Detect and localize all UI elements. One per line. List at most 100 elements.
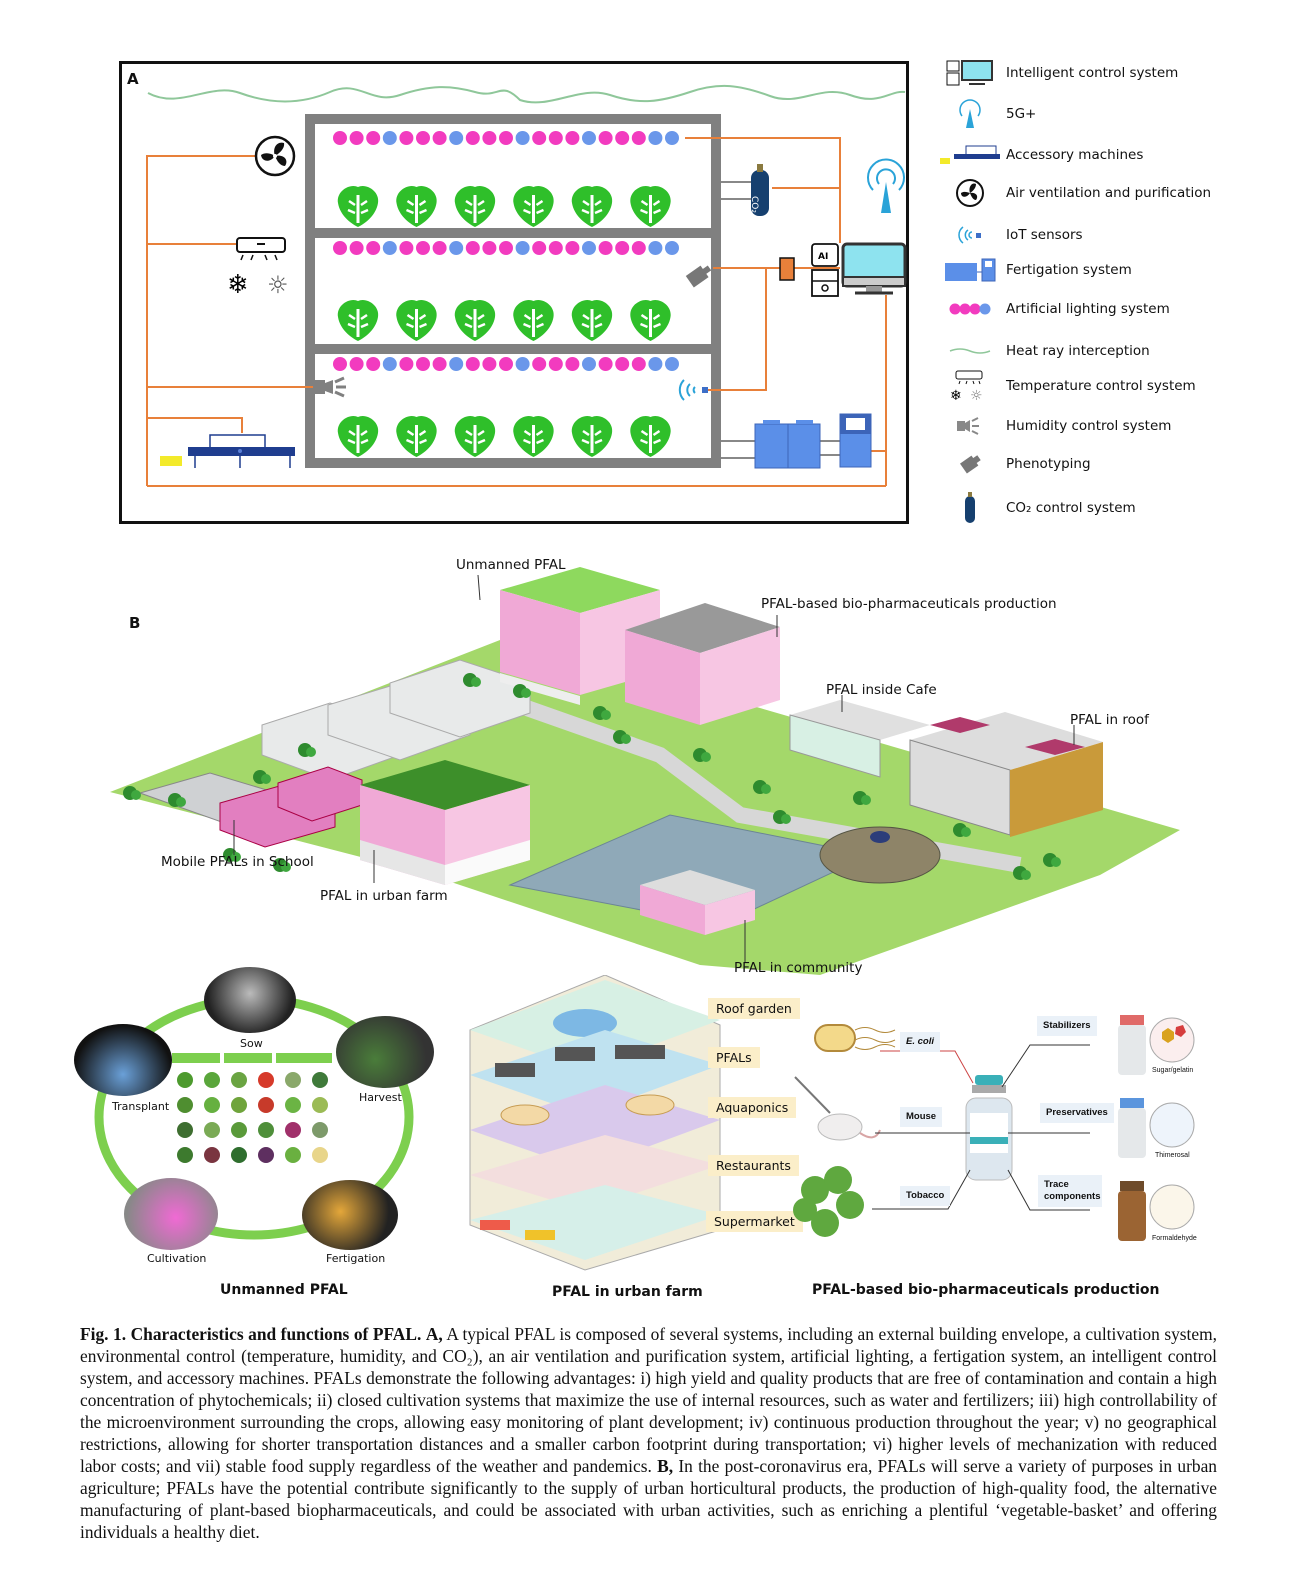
urban-farm-title: PFAL in urban farm — [552, 1284, 703, 1300]
led-bulb — [349, 131, 364, 145]
lettuce-rows — [337, 185, 671, 457]
substance-thimerosal: Thimerosal — [1155, 1152, 1190, 1159]
led-bulb — [382, 357, 397, 371]
led-bulb — [565, 357, 580, 371]
led-bulb — [548, 357, 563, 371]
school-buildings — [261, 659, 531, 781]
crop-thumbnail — [285, 1072, 301, 1088]
led-bulb — [548, 241, 563, 255]
co2-cylinder-icon: CO₂ — [749, 164, 769, 216]
led-bulb — [665, 131, 679, 145]
intelligent-control-icon: AI — [811, 242, 907, 297]
panel-b-letter: B — [129, 614, 141, 632]
lettuce-icon — [337, 299, 379, 341]
caption-b-marker: B, — [657, 1456, 674, 1476]
fertigation-icon — [940, 255, 1000, 285]
crop-thumbnail — [285, 1097, 301, 1113]
step-transplant: Transplant — [112, 1100, 170, 1113]
label-urban-farm: PFAL in urban farm — [320, 888, 448, 904]
host-ecoli: E. coli — [900, 1032, 940, 1052]
roof-pfal-building — [909, 712, 1103, 837]
tree-icon — [1043, 853, 1061, 867]
tree-icon — [168, 793, 186, 807]
led-bulb — [333, 357, 347, 371]
tree-icon — [593, 706, 611, 720]
floor-restaurants — [470, 1135, 720, 1210]
led-bulb — [416, 241, 430, 255]
air-conditioner-icon: ❄☼ — [940, 370, 1000, 403]
crop-thumbnail — [258, 1072, 274, 1088]
crop-thumbnail — [177, 1147, 193, 1163]
urban-pfal-scene — [110, 567, 1180, 975]
tree-icon — [773, 810, 791, 824]
tobacco-plant-icon — [793, 1166, 864, 1237]
lettuce-icon — [454, 185, 496, 227]
led-bulb — [615, 131, 630, 145]
legend-label: 5G+ — [1006, 106, 1037, 122]
crop-thumbnail — [204, 1147, 220, 1163]
legend-item: Accessory machines — [940, 138, 1260, 172]
vertical-farm-dome — [819, 826, 941, 884]
legend-item: CO₂ control system — [940, 491, 1260, 525]
iot-sensor-icon — [678, 379, 708, 401]
legend-label: Accessory machines — [1006, 147, 1144, 163]
led-bulb — [366, 241, 381, 255]
tree-icon — [1013, 866, 1031, 880]
led-bulb — [416, 131, 430, 145]
lettuce-icon — [630, 299, 671, 341]
led-bulb — [416, 357, 430, 371]
fertigation-icon — [754, 413, 872, 469]
legend-label: Air ventilation and purification — [1006, 185, 1212, 201]
led-bulb — [366, 131, 381, 145]
legend-label: IoT sensors — [1006, 227, 1083, 243]
led-bulb — [598, 357, 613, 371]
led-bulb — [499, 357, 513, 371]
led-bulb — [482, 241, 497, 255]
fertigation-image — [302, 1180, 398, 1250]
led-bulb — [631, 357, 646, 371]
pfal-racks — [495, 1045, 665, 1077]
supermarket-shelves — [480, 1220, 555, 1240]
substance-formaldehyde: Formaldehyde — [1152, 1235, 1197, 1242]
snowflake-icon: ❄ — [227, 270, 249, 300]
trees — [123, 673, 1061, 880]
led-bulb — [366, 357, 381, 371]
svg-text:❄: ❄ — [950, 388, 962, 403]
humidifier-icon — [940, 411, 1000, 441]
camera-icon — [940, 449, 1000, 479]
led-bulb — [598, 241, 613, 255]
label-community: PFAL in community — [734, 960, 863, 976]
crop-thumbnail — [177, 1097, 193, 1113]
legend-label: Heat ray interception — [1006, 343, 1150, 359]
crop-thumbnail — [231, 1122, 247, 1138]
led-bulb — [598, 131, 613, 145]
crop-thumbnail — [231, 1147, 247, 1163]
led-bulb — [565, 241, 580, 255]
air-conditioner-icon — [236, 237, 286, 261]
mouse-icon — [817, 1113, 863, 1141]
fan-icon — [254, 135, 296, 177]
legend-item: Air ventilation and purification — [940, 176, 1260, 210]
step-fertigation: Fertigation — [326, 1252, 386, 1265]
led-bulb — [465, 357, 480, 371]
led-bulb — [449, 131, 464, 145]
led-bulb — [482, 131, 497, 145]
legend-item: 5G+ — [940, 97, 1260, 131]
lettuce-icon — [396, 299, 437, 341]
led-bulb — [465, 241, 480, 255]
legend-label: Artificial lighting system — [1006, 301, 1170, 317]
svg-text:☼: ☼ — [970, 388, 983, 403]
vaccine-vial-icon — [965, 1075, 1013, 1181]
co2-cylinder-icon — [940, 492, 1000, 523]
crop-thumbnail — [285, 1147, 301, 1163]
community-pfal-building — [640, 870, 755, 935]
intelligent-control-icon — [940, 58, 1000, 88]
component-stabilizers: Stabilizers — [1037, 1016, 1097, 1036]
host-mouse: Mouse — [900, 1107, 943, 1127]
crop-thumbnail — [312, 1122, 328, 1138]
crop-thumbnail — [312, 1072, 328, 1088]
legend-label: Phenotyping — [1006, 456, 1091, 472]
lettuce-icon — [630, 415, 671, 457]
lettuce-icon — [513, 415, 554, 457]
lettuce-icon — [571, 185, 613, 227]
